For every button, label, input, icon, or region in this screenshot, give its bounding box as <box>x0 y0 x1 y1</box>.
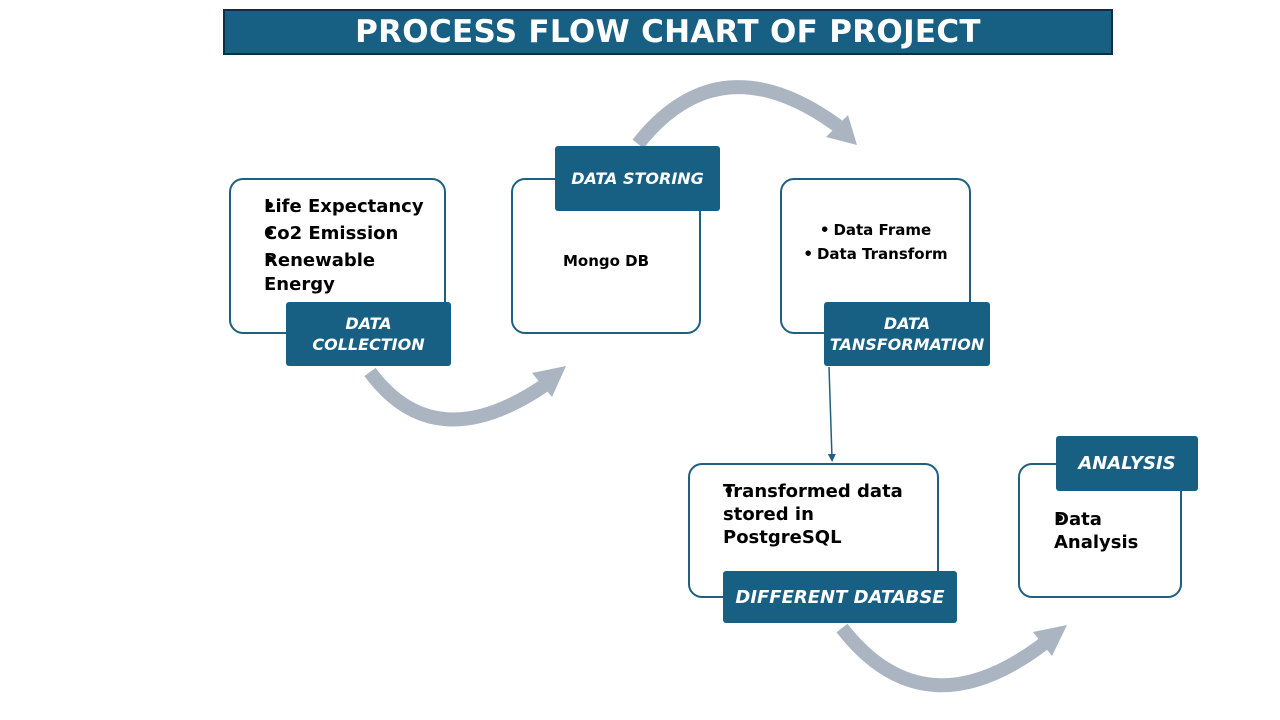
different-database-label: DIFFERENT DATABSE <box>723 571 957 623</box>
data-collection-label: DATA COLLECTION <box>286 302 451 366</box>
analysis-label: ANALYSIS <box>1056 436 1198 491</box>
list-item: Transformed data stored in PostgreSQL <box>706 480 921 549</box>
data-storing-content: Mongo DB <box>562 252 650 270</box>
straight-arrow-transformation-to-database <box>827 366 836 462</box>
data-storing-label: DATA STORING <box>555 146 720 211</box>
curved-arrow-collection-to-storing <box>364 366 566 427</box>
list-item: •Data Frame <box>780 218 971 242</box>
list-item: Life Expectancy <box>246 195 436 219</box>
analysis-list: Data Analysis <box>1037 508 1167 554</box>
list-item: Renewable Energy <box>246 249 436 297</box>
data-transformation-list: •Data Frame •Data Transform <box>780 218 971 266</box>
label-line: COLLECTION <box>312 335 425 354</box>
label-line: DATA <box>345 314 392 333</box>
curved-arrow-storing-to-transformation <box>632 80 857 149</box>
label-line: DATA <box>883 314 931 333</box>
page-title: PROCESS FLOW CHART OF PROJECT <box>223 9 1113 55</box>
different-database-list: Transformed data stored in PostgreSQL <box>706 480 921 549</box>
list-item: Data Analysis <box>1037 508 1167 554</box>
label-line: TANSFORMATION <box>829 335 985 354</box>
data-collection-list: Life Expectancy Co2 Emission Renewable E… <box>246 195 436 297</box>
list-item: Co2 Emission <box>246 222 436 246</box>
data-transformation-label: DATA TANSFORMATION <box>824 302 990 366</box>
list-item: •Data Transform <box>780 242 971 266</box>
curved-arrow-database-to-analysis <box>836 623 1067 693</box>
